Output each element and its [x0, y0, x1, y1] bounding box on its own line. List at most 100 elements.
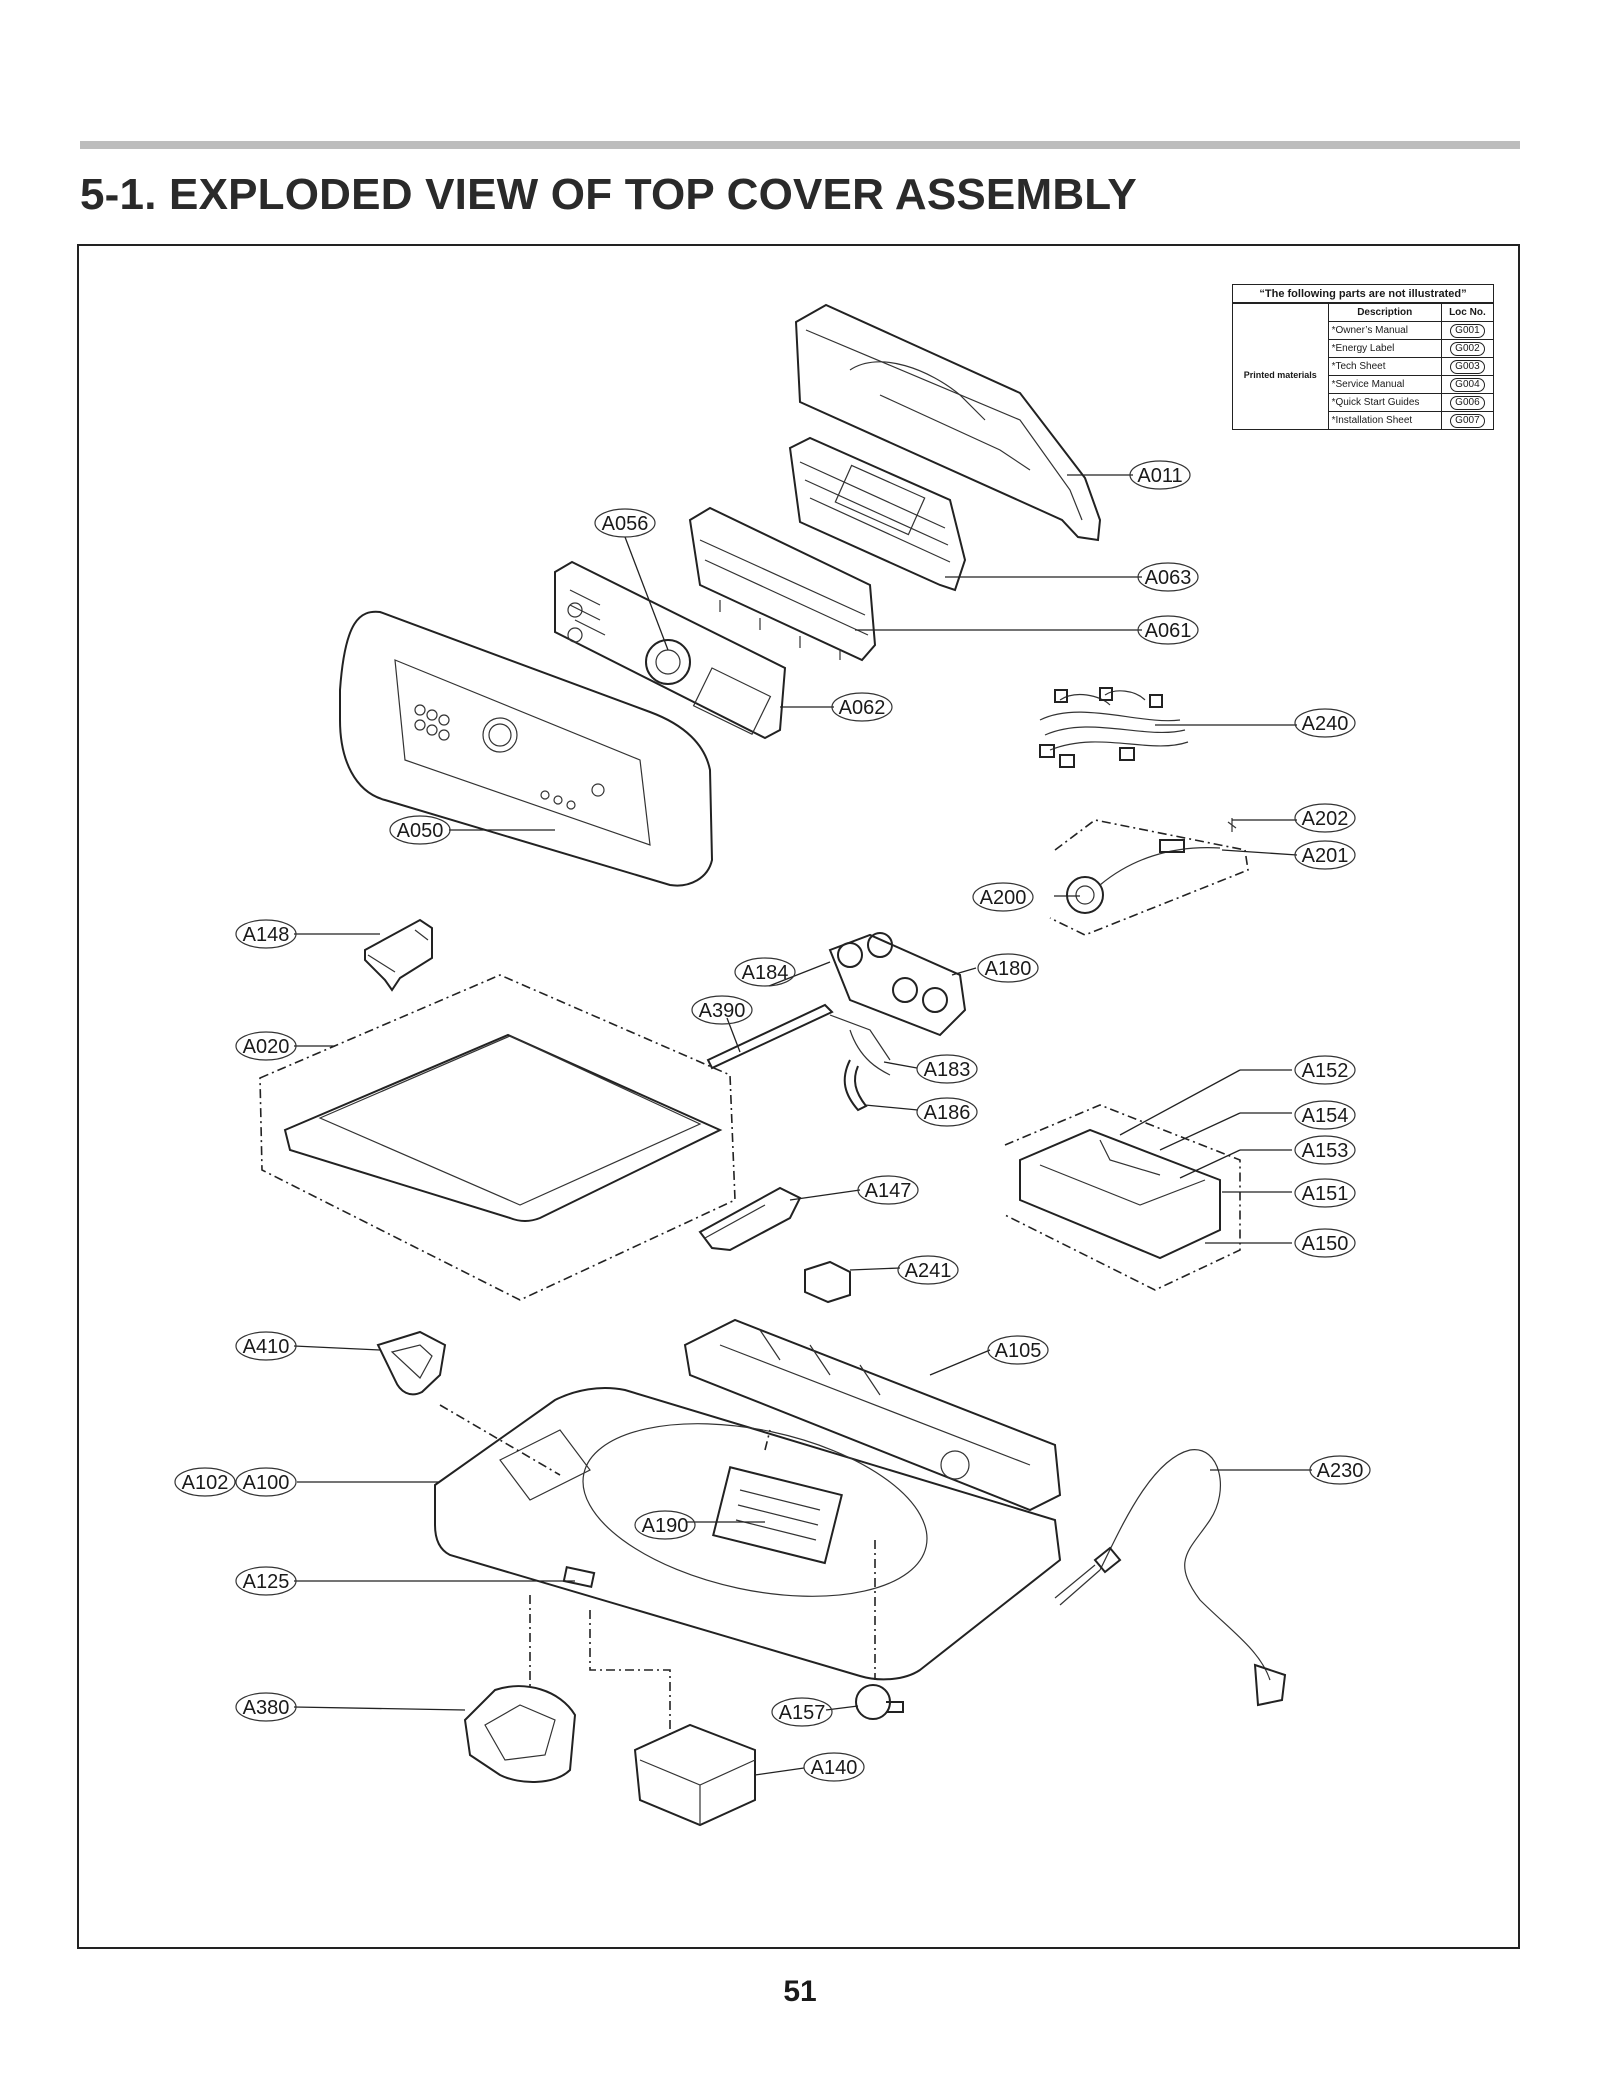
leader-lines — [293, 474, 1312, 1776]
svg-text:A230: A230 — [1317, 1460, 1364, 1482]
part-display-pcb — [554, 560, 787, 740]
part-detergent-dispenser — [1004, 1104, 1241, 1291]
callout-a140: A140 — [803, 1752, 865, 1782]
part-lid-assembly — [259, 974, 736, 1301]
table-cell-loc: G003 — [1440, 357, 1495, 376]
callout-a183: A183 — [916, 1054, 978, 1084]
callout-a105: A105 — [987, 1335, 1049, 1365]
callout-a202: A202 — [1294, 803, 1356, 833]
table-cell-description: *Owner’s Manual — [1327, 321, 1442, 340]
table-group-spacer — [1232, 302, 1329, 322]
svg-text:A201: A201 — [1302, 845, 1349, 867]
svg-text:A140: A140 — [811, 1757, 858, 1779]
callout-a063: A063 — [1137, 562, 1199, 592]
callout-a062: A062 — [831, 692, 893, 722]
svg-text:A105: A105 — [995, 1340, 1042, 1362]
svg-text:A150: A150 — [1302, 1233, 1349, 1255]
part-bracket-a148 — [364, 918, 433, 992]
svg-text:A190: A190 — [642, 1515, 689, 1537]
part-power-cord — [1054, 1449, 1287, 1707]
svg-text:A061: A061 — [1145, 620, 1192, 642]
callout-a151: A151 — [1294, 1178, 1356, 1208]
loc-badge: G004 — [1450, 377, 1485, 392]
svg-text:A180: A180 — [985, 958, 1032, 980]
svg-text:A154: A154 — [1302, 1105, 1349, 1127]
svg-text:A125: A125 — [243, 1571, 290, 1593]
table-cell-description: *Installation Sheet — [1327, 411, 1442, 430]
callout-a186: A186 — [916, 1097, 978, 1127]
svg-text:A186: A186 — [924, 1102, 971, 1124]
svg-text:A062: A062 — [839, 697, 886, 719]
table-cell-description: *Service Manual — [1327, 375, 1442, 394]
loc-badge: G006 — [1450, 395, 1485, 410]
svg-text:A151: A151 — [1302, 1183, 1349, 1205]
part-bracket-a147 — [698, 1186, 802, 1252]
callout-a190: A190 — [634, 1510, 696, 1540]
svg-text:A380: A380 — [243, 1697, 290, 1719]
top-rule — [80, 141, 1520, 149]
table-cell-description: *Tech Sheet — [1327, 357, 1442, 376]
svg-text:A390: A390 — [699, 1000, 746, 1022]
loc-badge: G007 — [1450, 413, 1485, 428]
callout-a152: A152 — [1294, 1055, 1356, 1085]
callout-labels: A011 A063 A061 A056 A062 A240 A202 A201 … — [174, 460, 1371, 1782]
callout-a150: A150 — [1294, 1228, 1356, 1258]
table-heading: “The following parts are not illustrated… — [1232, 284, 1494, 304]
part-box-a140 — [633, 1723, 756, 1827]
part-water-valve-assembly — [706, 932, 967, 1112]
svg-text:A152: A152 — [1302, 1060, 1349, 1082]
page-title: 5-1. EXPLODED VIEW OF TOP COVER ASSEMBLY — [80, 170, 1137, 219]
callout-a180: A180 — [977, 953, 1039, 983]
part-knob-a157 — [855, 1684, 904, 1720]
callout-a241: A241 — [897, 1255, 959, 1285]
svg-text:A102: A102 — [182, 1472, 229, 1494]
svg-text:A148: A148 — [243, 924, 290, 946]
table-cell-loc: G006 — [1440, 393, 1495, 412]
callout-a147: A147 — [857, 1175, 919, 1205]
callout-a050: A050 — [389, 815, 451, 845]
callout-a011: A011 — [1129, 460, 1191, 490]
table-cell-description: *Quick Start Guides — [1327, 393, 1442, 412]
loc-badge: G002 — [1450, 341, 1485, 356]
part-top-frame-rear — [683, 1318, 1062, 1512]
table-cell-description: *Energy Label — [1327, 339, 1442, 358]
table-cell-loc: G004 — [1440, 375, 1495, 394]
part-pcb-housing — [788, 436, 967, 592]
alignment-lines — [439, 1404, 876, 1735]
loc-badge: G001 — [1450, 323, 1485, 338]
svg-text:A410: A410 — [243, 1336, 290, 1358]
callout-a061: A061 — [1137, 615, 1199, 645]
part-top-cover — [434, 1387, 1062, 1681]
diagram-frame — [77, 244, 1520, 1949]
table-cell-loc: G007 — [1440, 411, 1495, 430]
part-main-pcb — [688, 506, 877, 662]
callout-a230: A230 — [1309, 1455, 1371, 1485]
callout-a157: A157 — [771, 1697, 833, 1727]
table-cell-loc: G001 — [1440, 321, 1495, 340]
callout-a100: A100 — [235, 1467, 297, 1497]
table-col-description: Description — [1327, 302, 1442, 322]
callout-a153: A153 — [1294, 1135, 1356, 1165]
svg-text:A100: A100 — [243, 1472, 290, 1494]
callout-a148: A148 — [235, 919, 297, 949]
callout-a201: A201 — [1294, 840, 1356, 870]
callout-a380: A380 — [235, 1692, 297, 1722]
svg-text:A183: A183 — [924, 1059, 971, 1081]
svg-text:A240: A240 — [1302, 713, 1349, 735]
svg-text:A063: A063 — [1145, 567, 1192, 589]
part-pump-housing-a380 — [463, 1685, 577, 1783]
svg-text:A153: A153 — [1302, 1140, 1349, 1162]
part-ring-a410 — [376, 1330, 447, 1396]
table-cell-loc: G002 — [1440, 339, 1495, 358]
callout-a410: A410 — [235, 1331, 297, 1361]
svg-text:A147: A147 — [865, 1180, 912, 1202]
part-sensor-a241 — [804, 1260, 851, 1304]
svg-text:A200: A200 — [980, 887, 1027, 909]
callout-a125: A125 — [235, 1566, 297, 1596]
page-number: 51 — [783, 1975, 817, 2008]
callout-a184: A184 — [734, 957, 796, 987]
part-wire-harness — [1039, 687, 1189, 768]
svg-text:A202: A202 — [1302, 808, 1349, 830]
svg-text:A241: A241 — [905, 1260, 952, 1282]
